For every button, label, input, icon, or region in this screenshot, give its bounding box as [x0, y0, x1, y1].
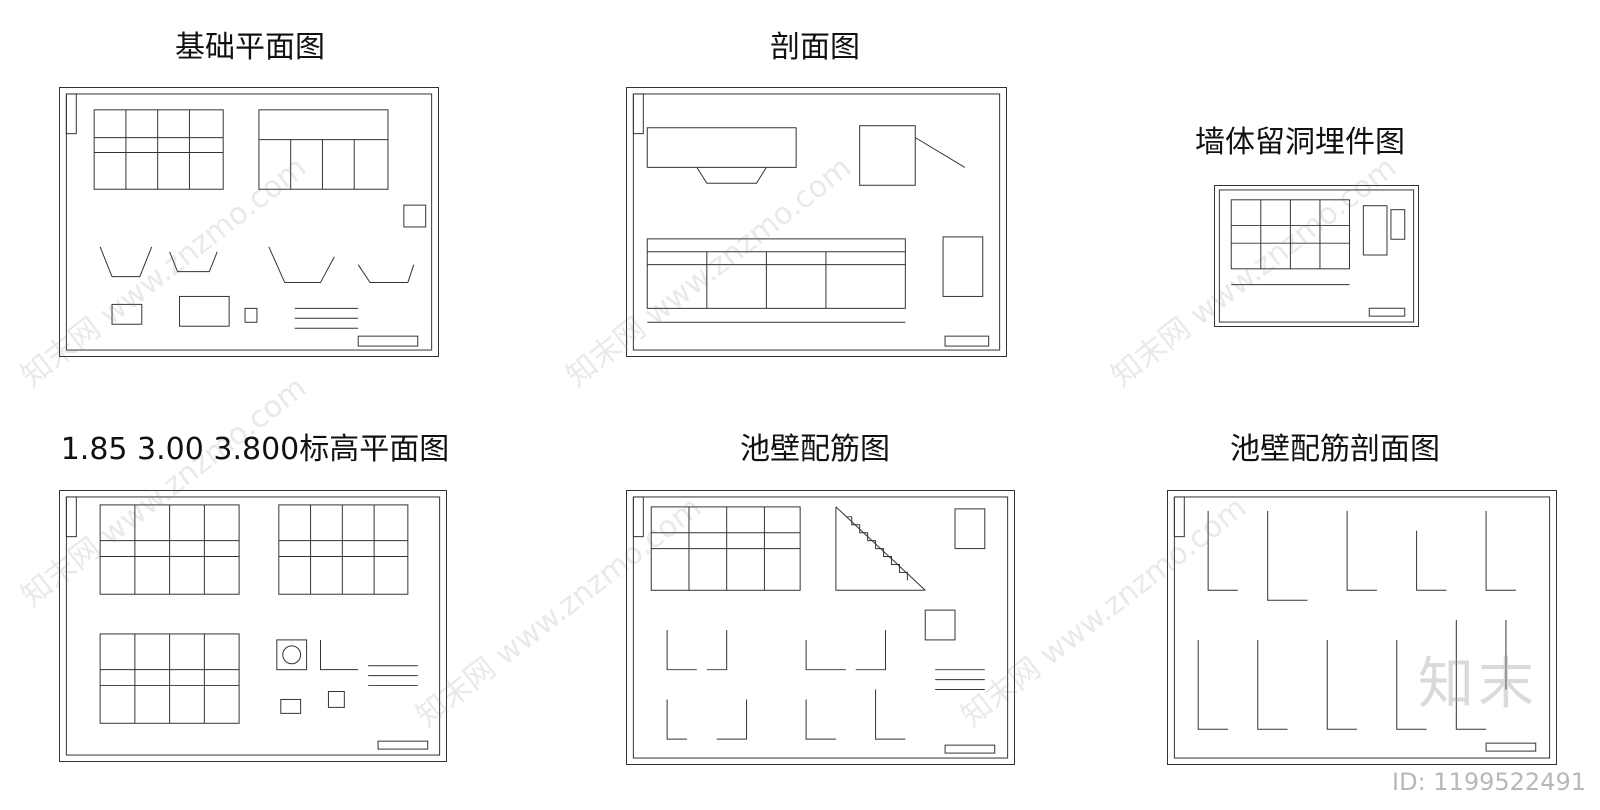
drawing-sheet-foundation-plan[interactable]: [59, 87, 439, 357]
watermark-logo: 知末: [1418, 652, 1538, 717]
drawing-sheet-elevation-plan[interactable]: [59, 490, 447, 762]
cad-drawing-section: [632, 93, 1001, 351]
panel-title-wall-rebar-section: 池壁配筋剖面图: [1230, 432, 1440, 467]
cad-drawing-wall-openings: [1218, 189, 1415, 323]
cad-drawing-wall-rebar-section: [1173, 496, 1551, 759]
drawing-sheet-wall-openings[interactable]: [1214, 185, 1419, 327]
cad-drawing-wall-rebar: [632, 496, 1009, 759]
drawing-sheet-wall-rebar[interactable]: [626, 490, 1015, 765]
panel-title-foundation-plan: 基础平面图: [175, 30, 325, 65]
drawing-sheet-wall-rebar-section[interactable]: [1167, 490, 1557, 765]
panel-title-elevation-plan: 1.85 3.00 3.800标高平面图: [60, 432, 450, 467]
panel-title-wall-rebar: 池壁配筋图: [740, 432, 890, 467]
panel-title-wall-openings: 墙体留洞埋件图: [1195, 125, 1405, 160]
panel-title-section: 剖面图: [770, 30, 860, 65]
drawing-sheet-section[interactable]: [626, 87, 1007, 357]
image-id-label: ID: 1199522491: [1392, 768, 1586, 796]
cad-drawing-elevation: [65, 496, 441, 756]
cad-drawing-foundation: [65, 93, 433, 351]
